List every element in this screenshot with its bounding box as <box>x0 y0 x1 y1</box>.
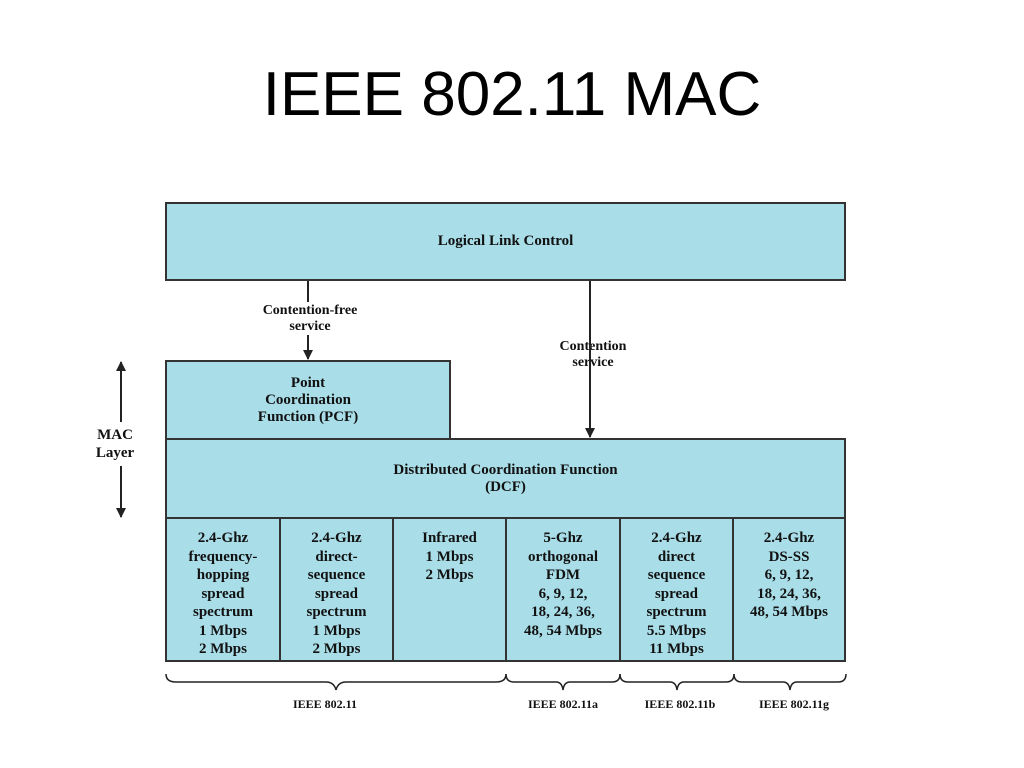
phy-cell-line: FDM <box>545 567 581 583</box>
phy-cell-dsss-b: 2.4-Ghz direct sequence spread spectrum … <box>619 517 734 662</box>
phy-cell-line: 2 Mbps <box>425 567 474 583</box>
phy-cell-line: spectrum <box>646 604 707 620</box>
slide-title: IEEE 802.11 MAC <box>262 60 762 129</box>
phy-cell-fhss: 2.4-Ghz frequency- hopping spread spectr… <box>165 517 281 662</box>
phy-cell-line: 48, 54 Mbps <box>750 604 828 620</box>
pcf-label-line-2: Coordination <box>265 391 351 408</box>
phy-cell-line: spectrum <box>306 604 367 620</box>
phy-cell-infrared: Infrared 1 Mbps 2 Mbps <box>392 517 507 662</box>
llc-box: Logical Link Control <box>165 202 846 281</box>
phy-cell-line: 18, 24, 36, <box>531 604 595 620</box>
phy-cell-line: 2.4-Ghz <box>197 530 249 546</box>
brace-80211g <box>733 673 847 691</box>
phy-cell-line: 2 Mbps <box>199 641 247 657</box>
phy-cell-line: 11 Mbps <box>649 641 704 657</box>
dcf-box: Distributed Coordination Function (DCF) <box>165 438 846 519</box>
phy-cell-line: 2.4-Ghz <box>763 530 815 546</box>
phy-cell-line: 2.4-Ghz <box>651 530 702 546</box>
dcf-label-line-1: Distributed Coordination Function <box>393 461 618 478</box>
phy-cell-dsss-g: 2.4-Ghz DS-SS 6, 9, 12, 18, 24, 36, 48, … <box>732 517 846 662</box>
phy-cell-line: 6, 9, 12, <box>538 585 588 602</box>
contention-free-label-line-1: Contention-free <box>262 303 358 318</box>
phy-cell-line: frequency- <box>188 548 258 565</box>
phy-cell-line: 6, 9, 12, <box>764 567 814 583</box>
phy-cell-line: sequence <box>647 567 706 583</box>
phy-cell-line: spectrum <box>193 604 253 620</box>
phy-cell-line: hopping <box>196 567 250 583</box>
mac-layer-label-line-2: Layer <box>95 445 135 461</box>
phy-cell-line: 5-Ghz <box>543 530 583 546</box>
contention-free-label-line-2: service <box>289 319 331 334</box>
contention-free-label: Contention-free service <box>240 303 380 335</box>
standard-label-80211g: IEEE 802.11g <box>758 697 830 711</box>
phy-cell-line: 1 Mbps <box>199 622 247 639</box>
pcf-label-line-3: Function (PCF) <box>257 408 359 425</box>
phy-cell-line: 2.4-Ghz <box>311 530 362 546</box>
phy-cell-line: direct <box>657 548 696 565</box>
phy-cell-line: 18, 24, 36, <box>757 585 821 602</box>
llc-label: Logical Link Control <box>437 233 574 249</box>
phy-cell-ofdm: 5-Ghz orthogonal FDM 6, 9, 12, 18, 24, 3… <box>505 517 621 662</box>
phy-cell-line: DS-SS <box>768 548 810 565</box>
brace-80211 <box>165 673 507 691</box>
phy-cell-line: 1 Mbps <box>312 622 361 639</box>
standard-label-80211b: IEEE 802.11b <box>644 697 716 711</box>
pcf-label-line-1: Point <box>290 374 326 391</box>
phy-cell-line: 2 Mbps <box>312 641 361 657</box>
contention-label-line-2: service <box>572 355 614 370</box>
phy-cell-line: spread <box>201 585 245 602</box>
standard-label-80211a: IEEE 802.11a <box>527 697 599 711</box>
phy-cell-line: spread <box>314 585 359 602</box>
phy-cell-line: orthogonal <box>527 548 598 565</box>
phy-cell-line: 1 Mbps <box>425 548 474 565</box>
phy-cell-line: sequence <box>307 567 366 583</box>
phy-cell-line: direct- <box>315 548 358 565</box>
contention-label: Contention service <box>533 339 653 371</box>
brace-80211a <box>505 673 621 691</box>
phy-cell-line: 48, 54 Mbps <box>524 622 602 639</box>
mac-layer-label: MAC Layer <box>82 426 148 462</box>
contention-label-line-1: Contention <box>559 339 627 354</box>
phy-cell-dsss: 2.4-Ghz direct- sequence spread spectrum… <box>279 517 394 662</box>
mac-layer-label-line-1: MAC <box>97 427 133 443</box>
phy-cell-line: 5.5 Mbps <box>646 622 707 639</box>
dcf-label-line-2: (DCF) <box>485 478 526 495</box>
phy-cell-line: spread <box>654 585 699 602</box>
phy-cell-line: Infrared <box>422 530 477 546</box>
brace-80211b <box>619 673 735 691</box>
standard-label-80211: IEEE 802.11 <box>292 697 358 711</box>
